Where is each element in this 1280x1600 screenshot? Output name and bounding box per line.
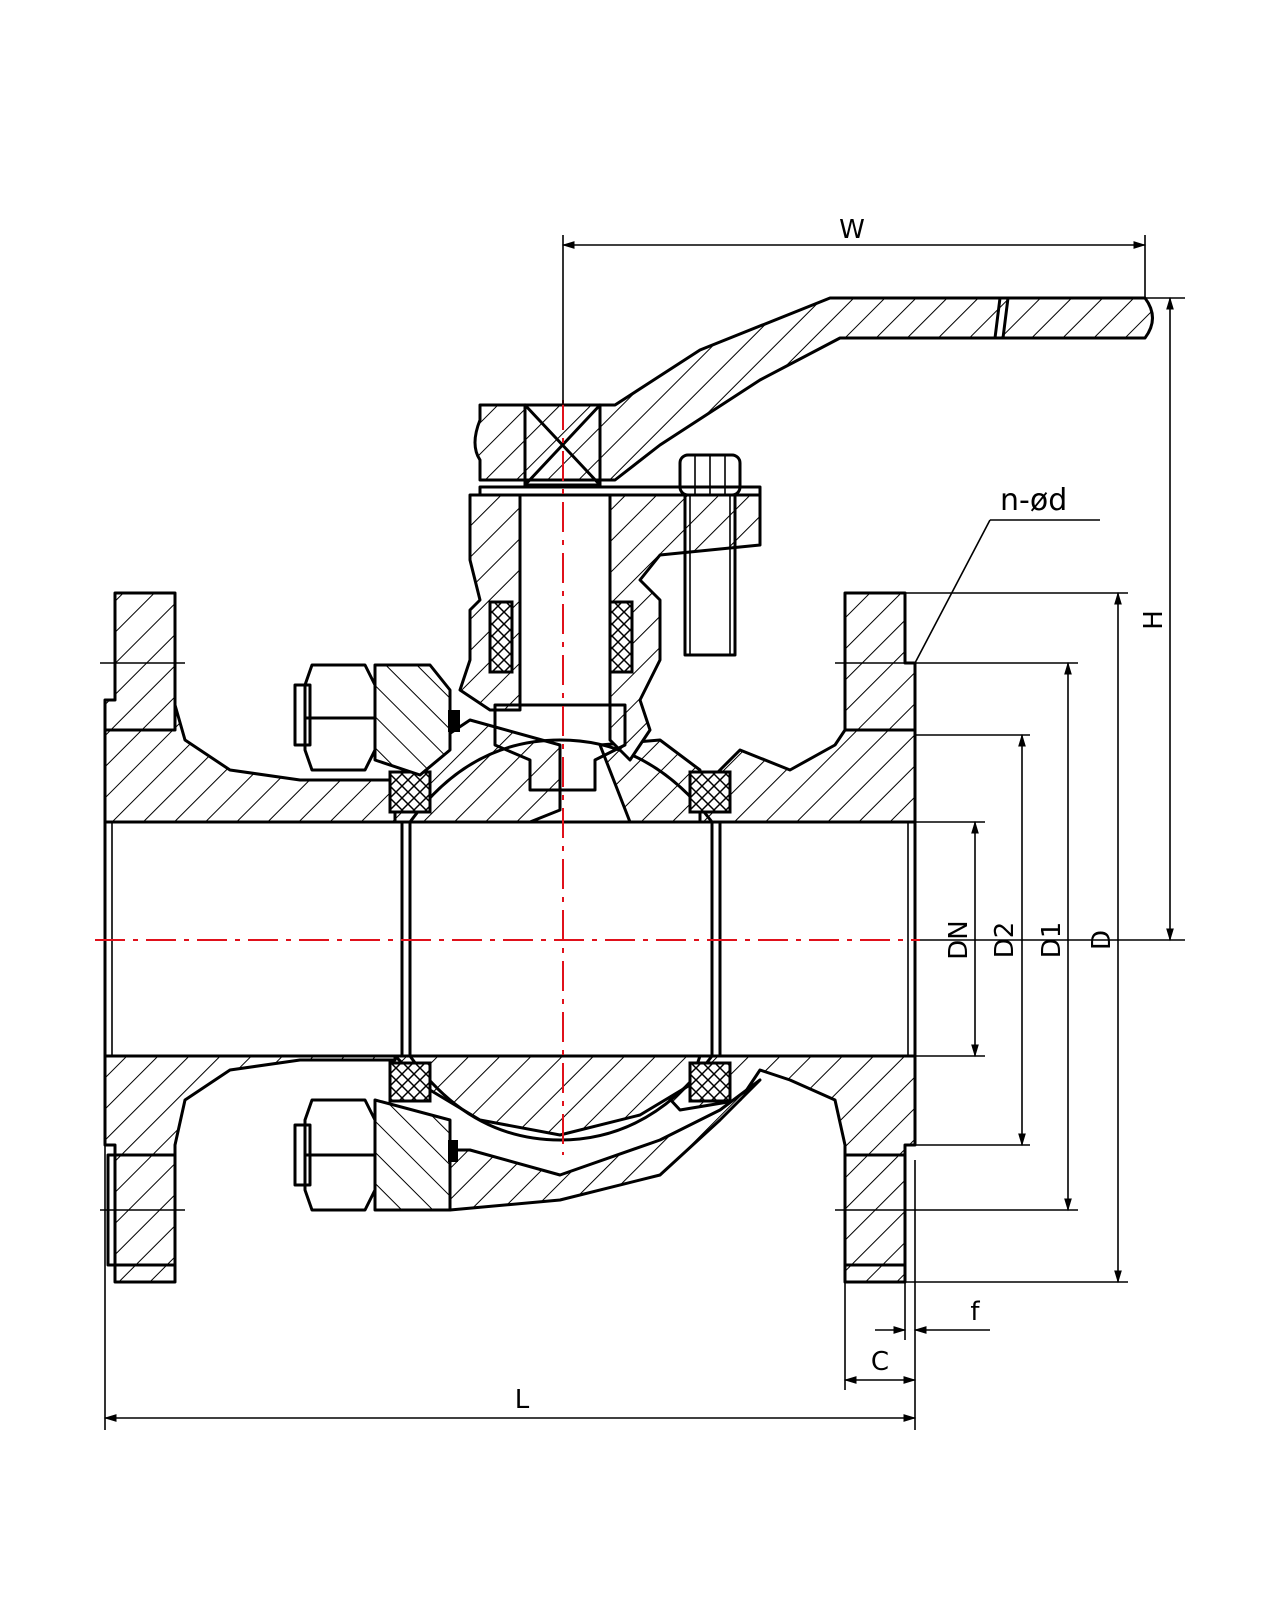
dimension-l: L (103, 1145, 917, 1430)
label-h: H (1139, 610, 1169, 630)
dimension-w: W (561, 215, 1147, 405)
dimension-f: f (875, 1160, 990, 1340)
label-dn: DN (944, 920, 974, 959)
stop-screw (678, 453, 742, 657)
label-d2: D2 (990, 922, 1020, 959)
dimension-h: H (920, 296, 1185, 942)
body-bolt-top (293, 663, 460, 777)
dimension-d: D (905, 591, 1128, 1284)
label-c: C (871, 1347, 889, 1377)
handle-lever (473, 296, 1154, 497)
label-f: f (970, 1297, 980, 1327)
left-flange (100, 591, 397, 1284)
label-d: D (1087, 930, 1117, 950)
dimension-bolt-holes: n-ød (914, 483, 1100, 664)
label-w: W (839, 215, 865, 245)
seat-rings (388, 770, 732, 1103)
dimension-c: C (843, 1282, 917, 1390)
label-l: L (515, 1385, 530, 1415)
centerlines (95, 400, 920, 1155)
dimension-d1: D1 (920, 661, 1078, 1212)
bore (103, 820, 917, 1058)
label-d1: D1 (1037, 922, 1067, 959)
right-flange (628, 591, 920, 1284)
dimension-dn: DN (915, 820, 985, 1058)
label-bolt-holes: n-ød (1000, 483, 1067, 518)
bonnet (458, 493, 762, 762)
dimension-d2: D2 (915, 733, 1030, 1147)
body-bolt-bottom (293, 1098, 458, 1212)
